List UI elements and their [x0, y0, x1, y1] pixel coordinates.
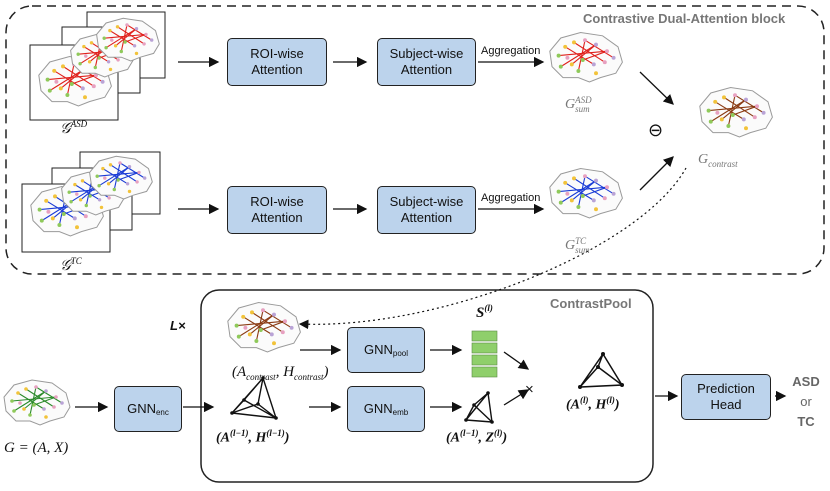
gnn-emb-sub: emb — [392, 408, 409, 417]
dual-attention-block-border — [5, 5, 825, 275]
multiply-symbol: × — [525, 381, 534, 398]
roi-attention-label-2: Attention — [251, 210, 303, 225]
brain-pool-icon — [227, 301, 301, 353]
arrows — [75, 56, 787, 413]
output-asd: ASD — [792, 374, 820, 389]
roi-attention-box-tc: ROI-wise Attention — [227, 186, 327, 234]
a-h-contrast-label: (Acontrast, Hcontrast) — [232, 364, 329, 382]
roi-attention-label-2: Attention — [251, 62, 303, 77]
graph-prev-icon — [231, 377, 277, 419]
s-label: S(l) — [476, 303, 493, 321]
a-h-prev-label: (A(l−1), H(l−1)) — [216, 428, 290, 446]
subject-attention-label-2: Attention — [400, 210, 453, 225]
gnn-enc-sub: enc — [155, 408, 169, 417]
contrast-to-pool-arrow — [298, 167, 687, 330]
dual-attention-title: Contrastive Dual-Attention block — [583, 11, 786, 26]
input-graph-label: G = (A, X) — [4, 440, 69, 456]
gnn-emb-main: GNN — [363, 401, 393, 416]
tc-group-label: 𝒢TC — [60, 256, 82, 274]
roi-attention-label-1: ROI-wise — [250, 46, 304, 61]
subject-attention-box-asd: Subject-wise Attention — [377, 38, 476, 86]
graph-emb-nodes — [464, 391, 494, 424]
gnn-pool-main: GNN — [363, 342, 393, 357]
graph-prev-nodes — [230, 376, 278, 420]
graph-pooled-icon — [578, 352, 624, 388]
repeat-label: L× — [170, 318, 186, 333]
output-label: ASD or TC — [786, 372, 826, 432]
brain-asd-back-icon — [96, 17, 160, 62]
subject-attention-label-1: Subject-wise — [389, 194, 464, 209]
asd-group-label: 𝒢ASD — [60, 119, 88, 137]
aggregation-label-asd: Aggregation — [481, 45, 541, 57]
s-matrix — [471, 330, 498, 378]
output-tc: TC — [797, 414, 815, 429]
graph-pooled-nodes — [578, 352, 624, 389]
prediction-head-label-2: Head — [710, 397, 742, 412]
a-h-l-label: (A(l), H(l)) — [566, 395, 620, 413]
brain-asd-sum-icon — [549, 31, 623, 83]
brain-input-icon — [3, 379, 71, 426]
prediction-head-box: Prediction Head — [681, 374, 771, 420]
roi-attention-label-1: ROI-wise — [250, 194, 304, 209]
aggregation-label-tc: Aggregation — [481, 192, 541, 204]
brain-contrast-icon — [699, 86, 773, 138]
graph-emb-icon — [465, 392, 493, 423]
brain-tc-sum-icon — [549, 167, 623, 219]
prediction-head-label-1: Prediction — [697, 381, 755, 396]
brain-tc-back-icon — [89, 155, 153, 200]
contrastpool-block-border — [200, 289, 654, 483]
subject-attention-label-1: Subject-wise — [389, 46, 464, 61]
subject-attention-label-2: Attention — [400, 62, 453, 77]
gnn-enc-main: GNN — [127, 401, 156, 416]
subject-attention-box-tc: Subject-wise Attention — [377, 186, 476, 234]
output-or: or — [800, 394, 812, 409]
minus-symbol: ⊖ — [648, 120, 664, 140]
contrastpool-title: ContrastPool — [550, 296, 632, 311]
roi-attention-box-asd: ROI-wise Attention — [227, 38, 327, 86]
a-z-label: (A(l−1), Z(l)) — [446, 428, 508, 446]
g-contrast-label: Gcontrast — [698, 152, 738, 169]
gnn-pool-sub: pool — [392, 349, 408, 358]
